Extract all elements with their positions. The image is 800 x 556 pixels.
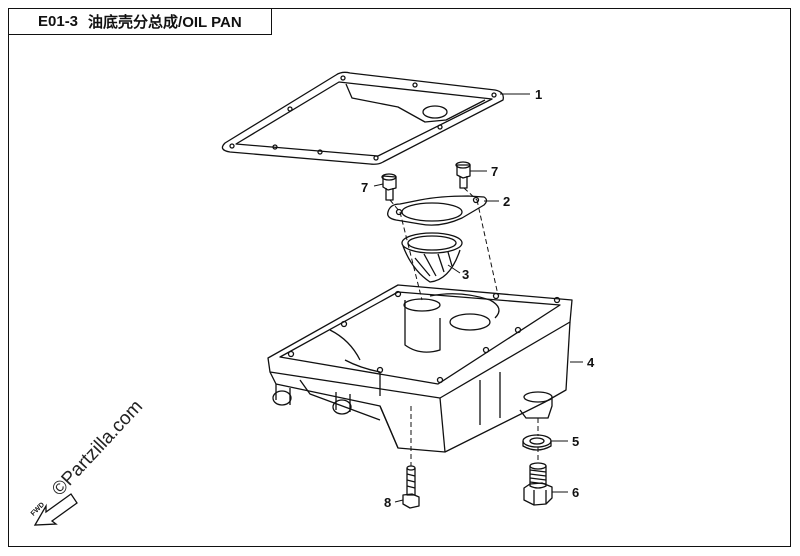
assembly-line-left-to-pan <box>399 211 423 301</box>
title-bar: E01-3 油底壳分总成/OIL PAN <box>8 8 272 35</box>
oil-pan[interactable] <box>267 284 573 453</box>
diagram-code: E01-3 <box>38 12 79 30</box>
callout-5: 5 <box>572 434 580 449</box>
callout-7-right: 7 <box>491 164 499 179</box>
flange-bolt-right[interactable] <box>455 161 471 189</box>
callout-7-left: 7 <box>361 180 369 195</box>
oil-pan-gasket[interactable] <box>221 71 504 165</box>
assembly-line-right-to-pan <box>476 199 499 296</box>
leader-line-8 <box>394 499 404 503</box>
diagram-title: 油底壳分总成/OIL PAN <box>88 13 242 31</box>
assembly-line-bolt-left <box>389 199 401 213</box>
callout-8: 8 <box>384 495 392 510</box>
assembly-line-bolt-right <box>463 187 478 201</box>
callout-3: 3 <box>462 267 470 282</box>
callout-1: 1 <box>535 87 543 102</box>
leader-line-3 <box>447 264 461 274</box>
diagram-frame <box>8 8 791 547</box>
fwd-arrow-icon <box>33 493 78 526</box>
leader-line-7a <box>373 183 384 187</box>
flange-bolt-left[interactable] <box>381 173 397 201</box>
long-bolt[interactable] <box>402 465 420 509</box>
oil-strainer[interactable] <box>401 232 463 283</box>
callout-4: 4 <box>587 355 595 370</box>
drain-washer[interactable] <box>522 434 552 451</box>
callout-6: 6 <box>572 485 580 500</box>
callout-2: 2 <box>503 194 511 209</box>
drain-plug[interactable] <box>523 462 553 506</box>
